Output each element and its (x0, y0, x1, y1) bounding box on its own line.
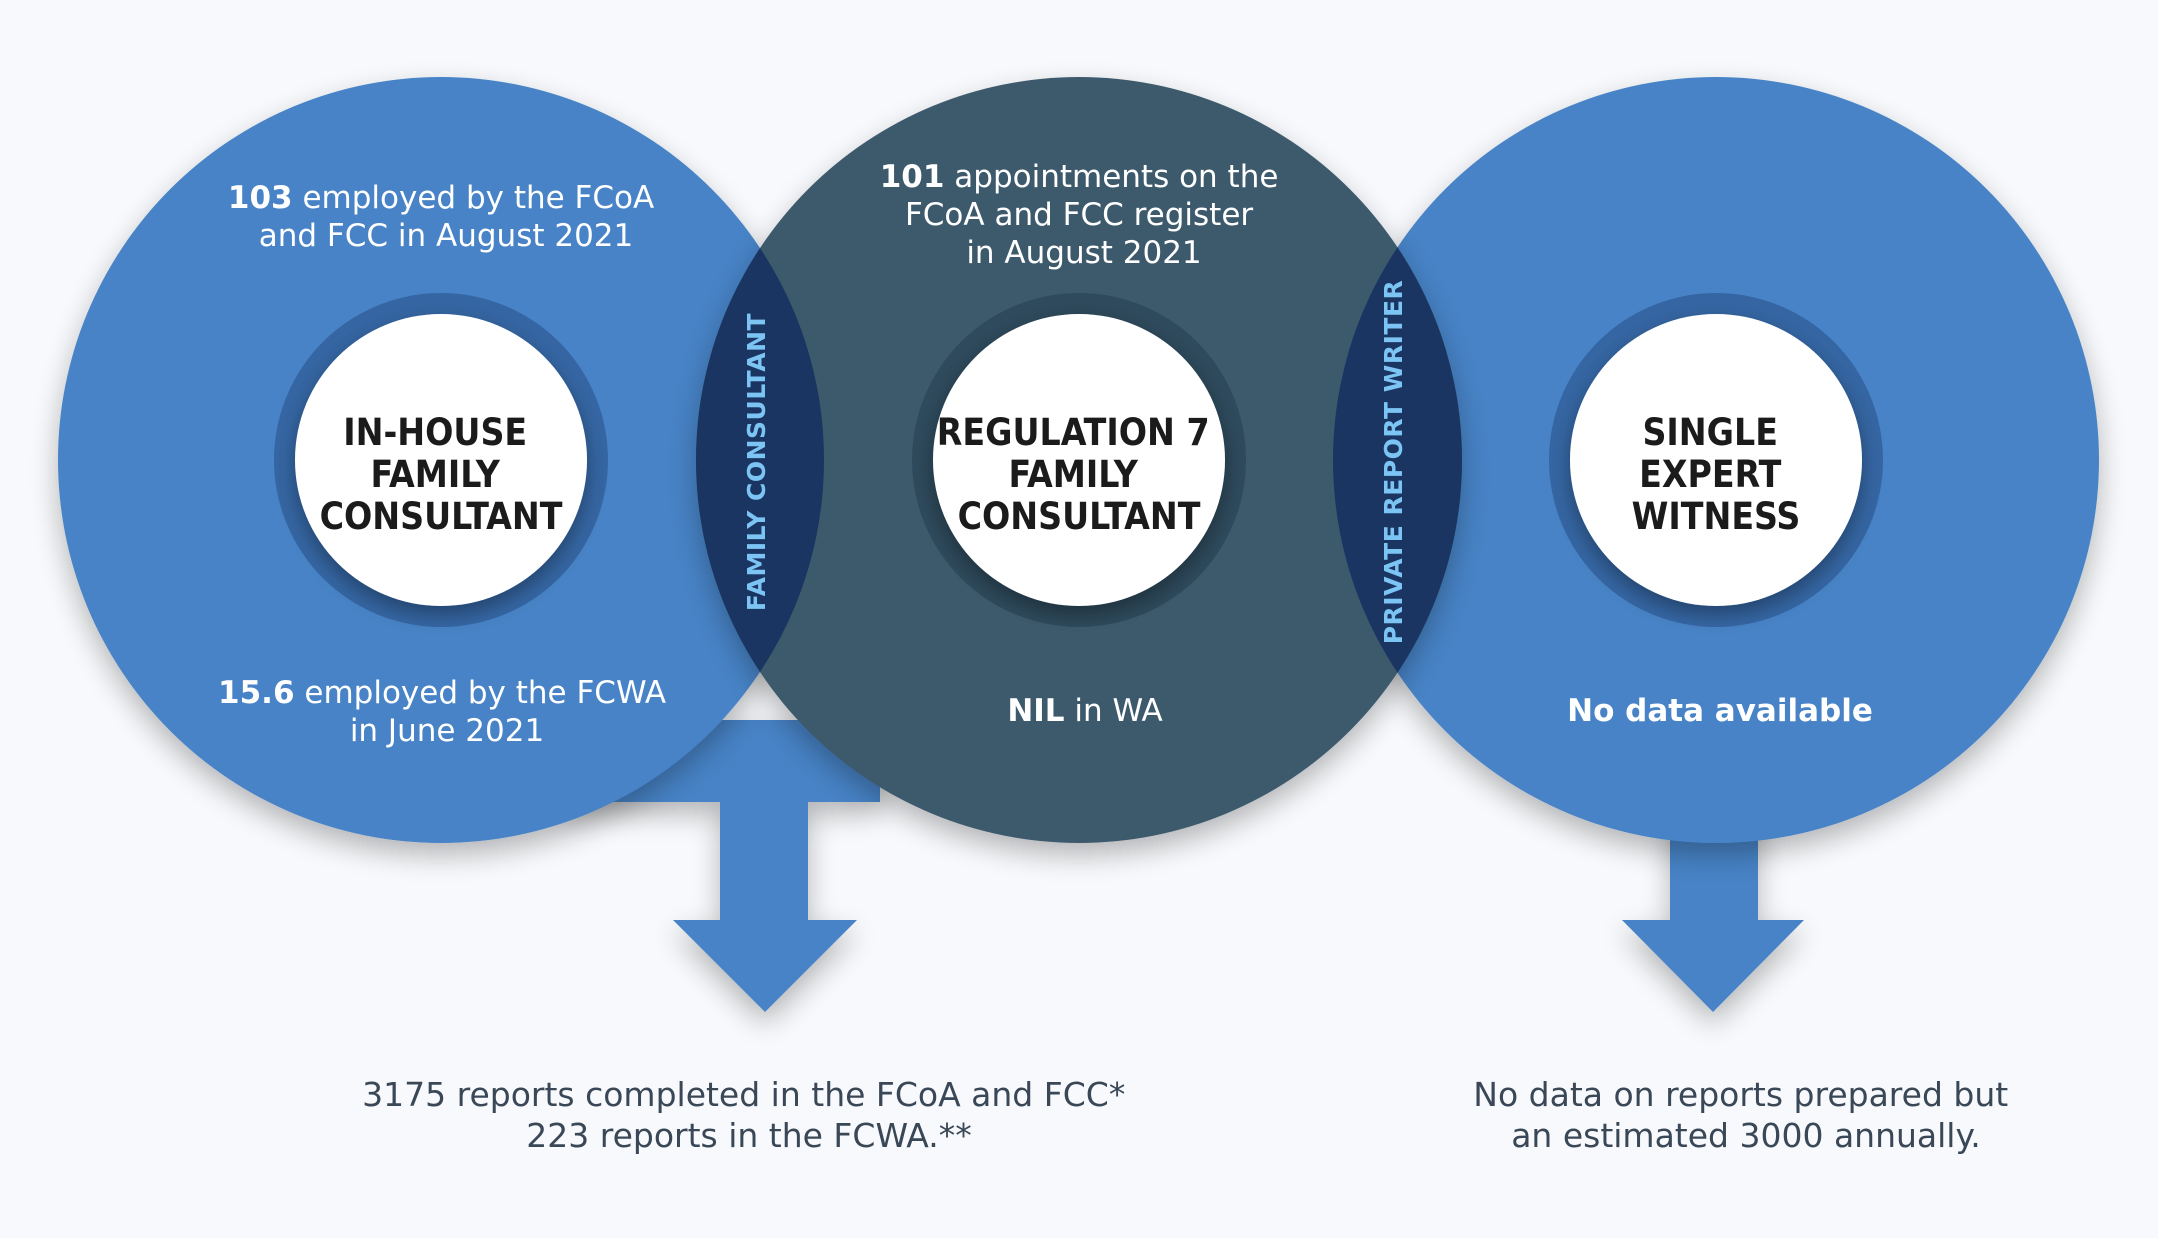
in-house-top-stat: 103 employed by the FCoA and FCC in Augu… (228, 180, 664, 254)
single-expert-core-label: SINGLE EXPERT WITNESS (1632, 411, 1801, 538)
in-house-bottom-stat: 15.6 employed by the FCWA in June 2021 (218, 675, 676, 749)
in-house-core (274, 293, 608, 627)
regulation-7-top-stat: 101 appointments on the FCoA and FCC reg… (880, 159, 1289, 271)
regulation-7-core (912, 293, 1246, 627)
regulation-7-bottom-stat: NIL in WA (1007, 693, 1162, 729)
left-bottom-note: 3175 reports completed in the FCoA and F… (362, 1075, 1136, 1155)
single-expert-bottom-stat: No data available (1567, 693, 1873, 729)
overlap-right-label: PRIVATE REPORT WRITER (1379, 280, 1408, 645)
overlap-left-label: FAMILY CONSULTANT (742, 313, 771, 611)
right-bottom-note: No data on reports prepared but an estim… (1473, 1075, 2018, 1155)
single-expert-core (1549, 293, 1883, 627)
in-house-core-label: IN-HOUSE FAMILY CONSULTANT (320, 411, 563, 538)
regulation-7-core-label: REGULATION 7 FAMILY CONSULTANT (937, 411, 1221, 538)
